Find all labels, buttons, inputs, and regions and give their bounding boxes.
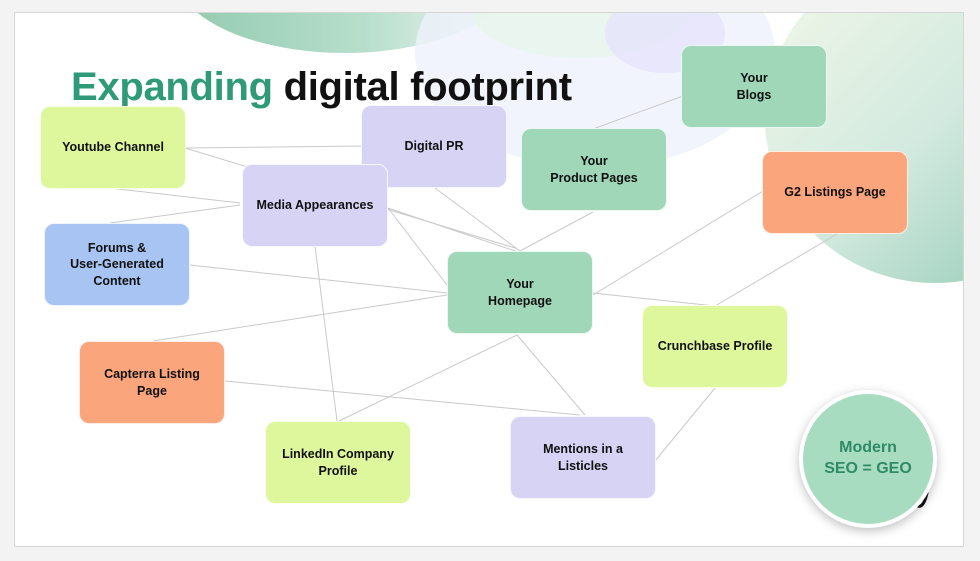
modern-seo-badge: Modern SEO = GEO — [799, 390, 937, 528]
node-crunchbase-profile[interactable]: Crunchbase Profile — [642, 305, 788, 388]
node-media-appearances[interactable]: Media Appearances — [242, 164, 388, 247]
node-your-homepage[interactable]: Your Homepage — [447, 251, 593, 334]
node-youtube-channel[interactable]: Youtube Channel — [40, 106, 186, 189]
title-rest: digital footprint — [283, 65, 572, 109]
node-forums-ugc[interactable]: Forums & User-Generated Content — [44, 223, 190, 306]
node-product-pages[interactable]: Your Product Pages — [521, 128, 667, 211]
node-capterra-listing[interactable]: Capterra Listing Page — [79, 341, 225, 424]
node-linkedin-profile[interactable]: LinkedIn Company Profile — [265, 421, 411, 504]
connection-lines — [109, 95, 838, 462]
slide: Expanding digital footprint Youtube Chan… — [14, 12, 964, 547]
node-g2-listings[interactable]: G2 Listings Page — [762, 151, 908, 234]
page-title: Expanding digital footprint — [71, 65, 572, 109]
title-accent: Expanding — [71, 65, 273, 109]
node-listicle-mentions[interactable]: Mentions in a Listicles — [510, 416, 656, 499]
node-your-blogs[interactable]: Your Blogs — [681, 45, 827, 128]
